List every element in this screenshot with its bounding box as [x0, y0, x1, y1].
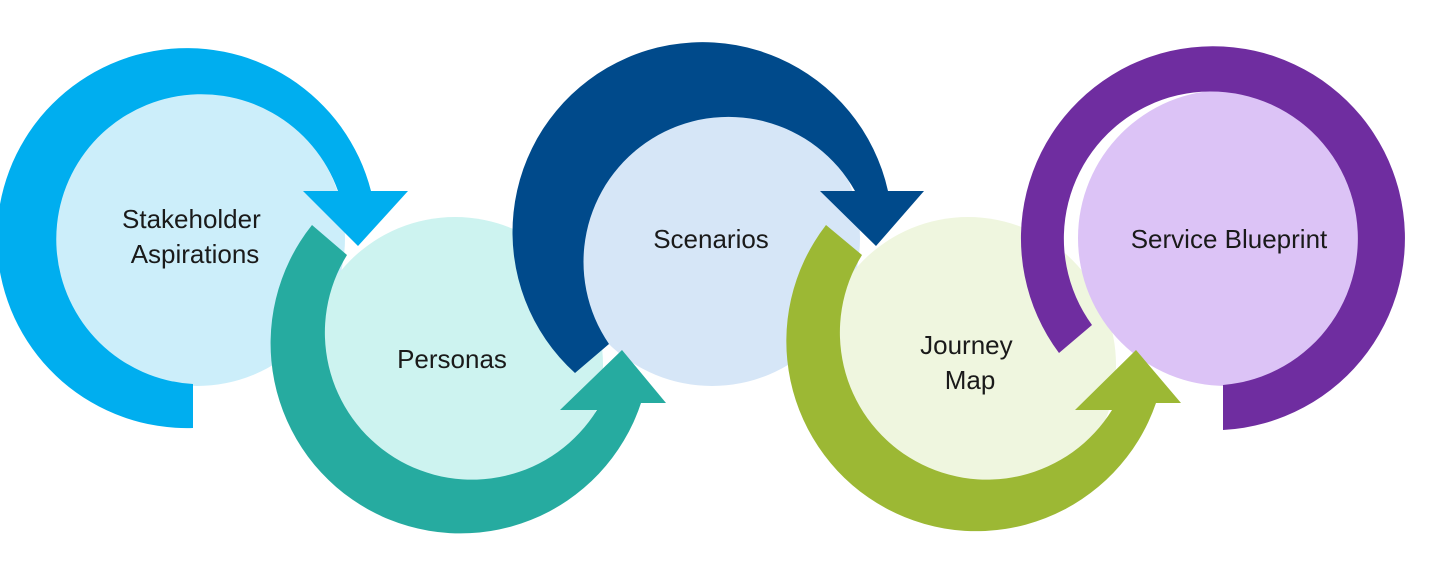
- journey-map-label-line-2: Map: [945, 365, 996, 395]
- scenarios-label-line-1: Scenarios: [653, 224, 769, 254]
- personas-label: Personas: [397, 344, 507, 374]
- scenarios-ring-arrow: [512, 42, 924, 373]
- scenarios-label: Scenarios: [653, 224, 769, 254]
- personas-ring-arrow: [270, 225, 666, 534]
- scenarios-disc: [564, 90, 860, 386]
- stakeholder-aspirations-label-line-2: Aspirations: [131, 239, 260, 269]
- journey-map-ring-arrow: [786, 225, 1181, 532]
- stakeholder-aspirations-disc: [49, 90, 345, 386]
- stakeholder-aspirations-label-line-1: Stakeholder: [122, 204, 261, 234]
- service-blueprint-label: Service Blueprint: [1131, 224, 1328, 254]
- service-blueprint-disc: [1078, 90, 1374, 386]
- journey-map-label: Journey Map: [920, 330, 1020, 395]
- journey-map-label-line-1: Journey: [920, 330, 1013, 360]
- personas-label-line-1: Personas: [397, 344, 507, 374]
- service-blueprint-label-line-1: Service Blueprint: [1131, 224, 1328, 254]
- stakeholder-aspirations-label: Stakeholder Aspirations: [122, 204, 268, 269]
